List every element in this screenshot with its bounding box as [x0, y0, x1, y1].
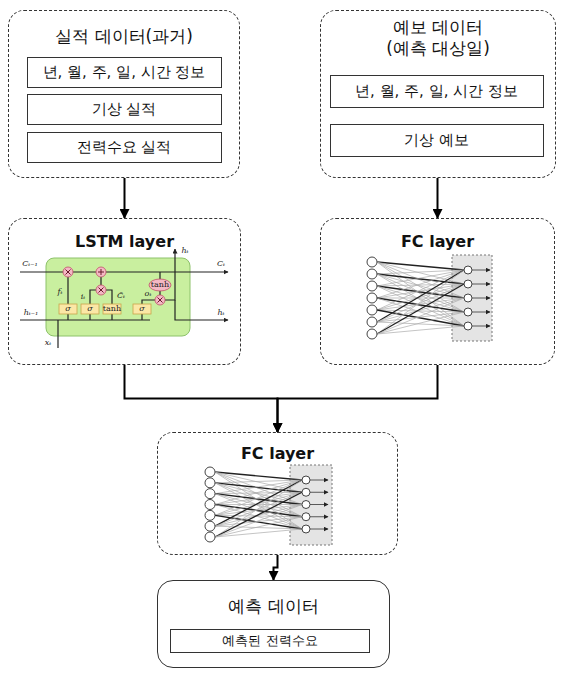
output-box: 예측 데이터예측된 전력수요 — [157, 580, 390, 668]
box-title: 예측 데이터 — [228, 596, 318, 617]
box-text: 예측된 전력수요 — [222, 633, 317, 649]
flow-arrow — [274, 555, 278, 580]
diagram-symbol-label: tanh — [151, 281, 169, 289]
diagram-symbol-label: hₜ₋₁ — [24, 309, 39, 317]
box-text: 년, 월, 주, 일, 시간 정보 — [355, 82, 518, 101]
diagram-symbol-label: hₜ — [217, 309, 224, 317]
layer-box: FC layer — [157, 432, 398, 555]
box-title: 실적 데이터(과거) — [55, 26, 193, 47]
process-box: 년, 월, 주, 일, 시간 정보 — [27, 57, 222, 88]
box-text: 전력수요 실적 — [77, 138, 172, 157]
diagram-symbol-label: iₜ — [81, 293, 86, 301]
box-title: LSTM layer — [75, 232, 174, 252]
box-title: 예보 데이터 (예측 대상일) — [374, 17, 502, 60]
diagram-symbol-label: oₜ — [145, 290, 152, 298]
process-box: 기상 실적 — [27, 94, 222, 125]
process-box: 년, 월, 주, 일, 시간 정보 — [330, 75, 544, 108]
box-text: 기상 예보 — [404, 131, 469, 150]
diagram-symbol-label: tanh — [103, 305, 121, 313]
diagram-symbol-label: σ — [87, 305, 92, 313]
diagram-symbol-label: Cₜ₋₁ — [22, 260, 38, 268]
group-box: 실적 데이터(과거) 년, 월, 주, 일, 시간 정보기상 실적전력수요 실적 — [8, 10, 240, 178]
fc-layer-illustration — [367, 255, 492, 341]
flow-arrow — [278, 365, 438, 432]
layer-box: FC layer — [320, 218, 555, 365]
box-title: FC layer — [401, 232, 474, 252]
lstm-cell-illustration — [20, 249, 228, 348]
fc-layer-illustration — [205, 465, 332, 545]
diagram-symbol-label: C̃ₜ — [117, 292, 125, 300]
flow-arrow — [437, 178, 439, 218]
output-item: 예측된 전력수요 — [170, 629, 370, 653]
box-text: 기상 실적 — [92, 100, 157, 119]
layer-box: LSTM layer — [8, 218, 241, 365]
flow-arrow — [124, 178, 126, 218]
group-box: 예보 데이터 (예측 대상일) 년, 월, 주, 일, 시간 정보기상 예보 — [320, 10, 556, 178]
box-title: FC layer — [241, 444, 314, 464]
diagram-symbol-label: σ — [65, 305, 70, 313]
box-text: 년, 월, 주, 일, 시간 정보 — [43, 63, 206, 82]
diagram-symbol-label: Cₜ — [217, 260, 225, 268]
diagram-symbol-label: fₜ — [58, 288, 63, 296]
process-box: 전력수요 실적 — [27, 132, 222, 163]
diagram-symbol-label: xₜ — [45, 339, 51, 347]
diagram-symbol-label: σ — [139, 305, 144, 313]
diagram-symbol-label: hₜ — [181, 247, 188, 255]
flow-arrow — [125, 365, 278, 432]
process-box: 기상 예보 — [330, 124, 544, 157]
